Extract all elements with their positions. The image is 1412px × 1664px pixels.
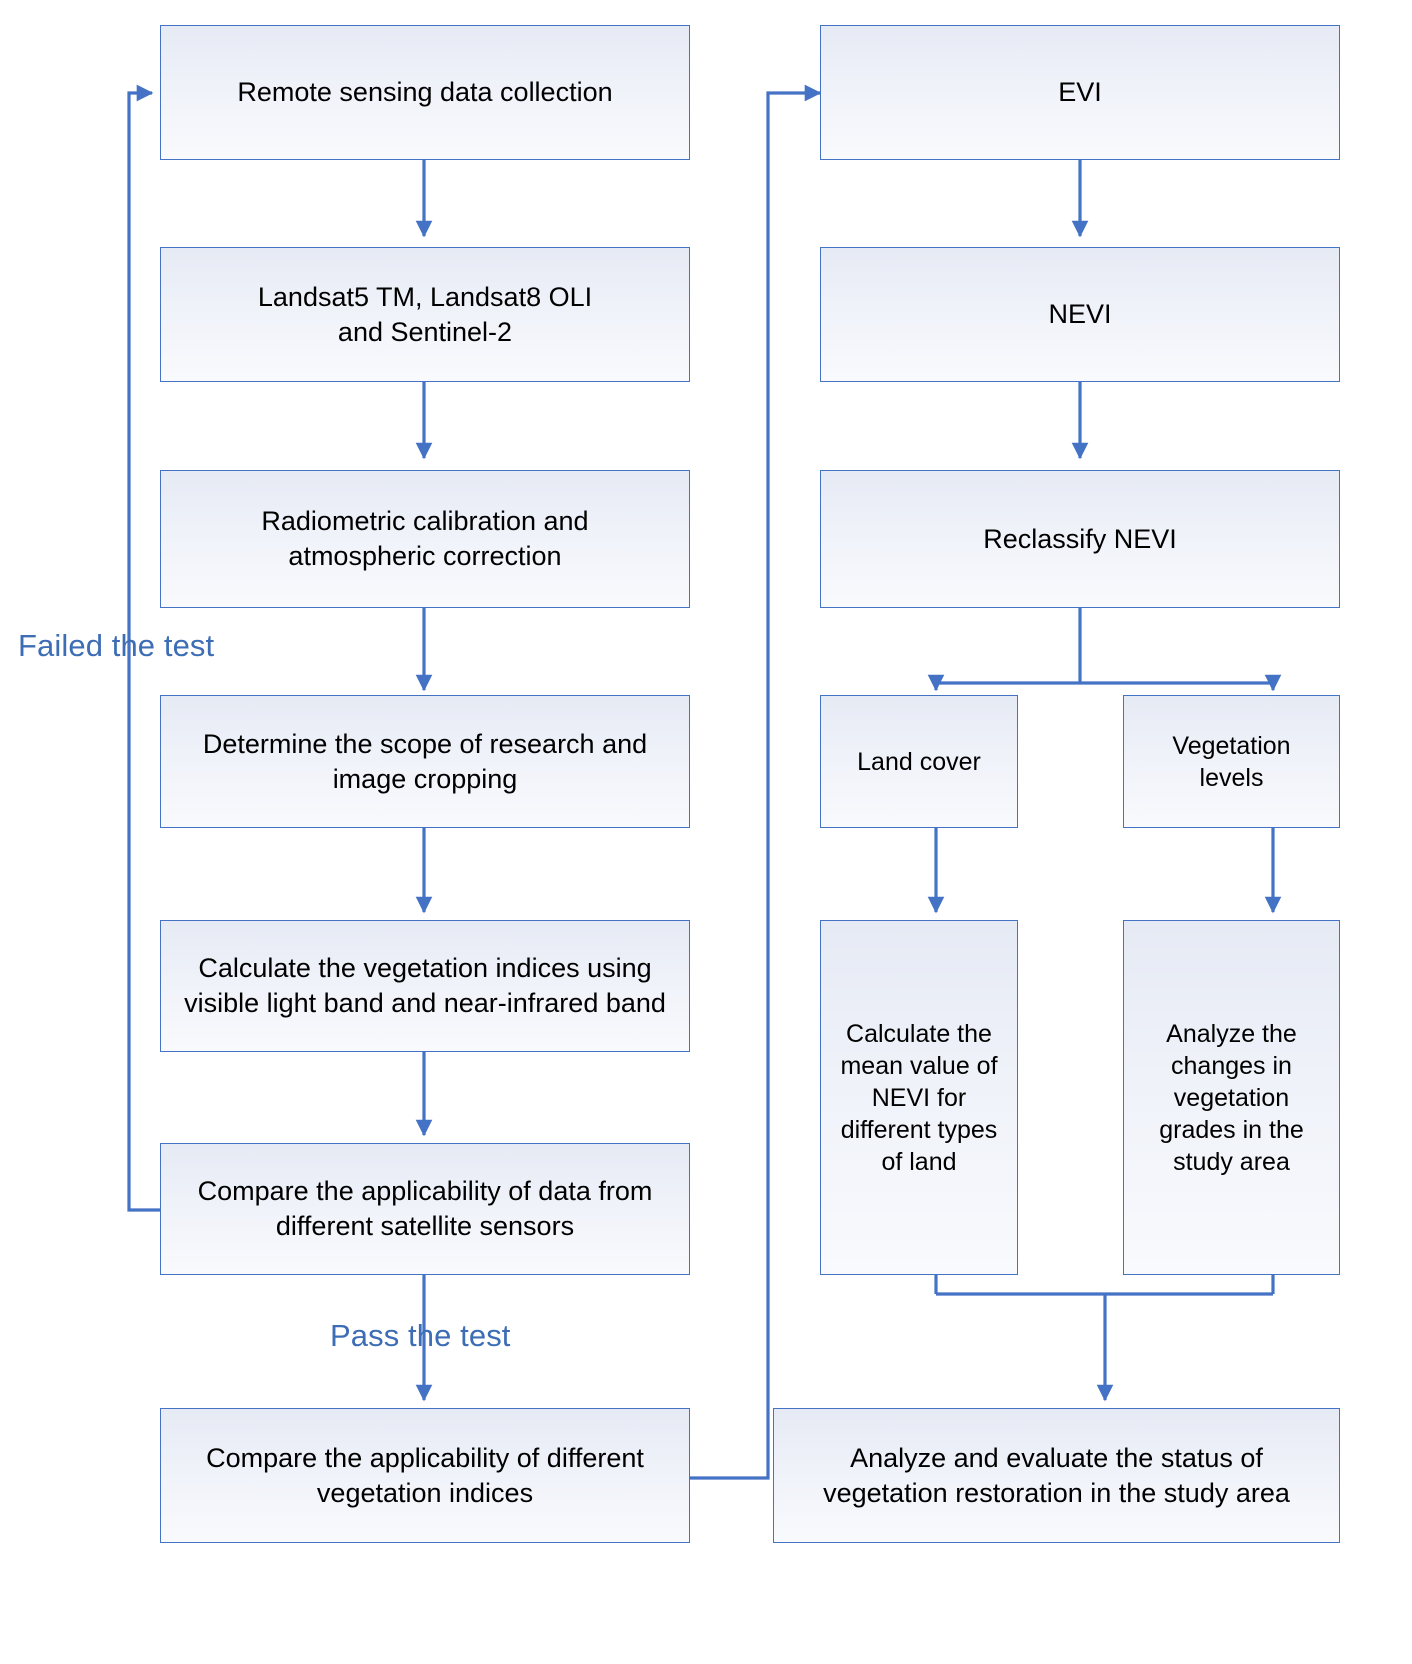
node-remote-sensing-data-collection[interactable]: Remote sensing data collection <box>160 25 690 160</box>
node-satellite-sensors[interactable]: Landsat5 TM, Landsat8 OLI and Sentinel-2 <box>160 247 690 382</box>
node-label: Compare the applicability of different v… <box>206 1442 644 1508</box>
node-label: Land cover <box>857 747 981 776</box>
node-label: Reclassify NEVI <box>983 523 1177 554</box>
node-evi[interactable]: EVI <box>820 25 1340 160</box>
node-label: Determine the scope of research and imag… <box>202 728 648 794</box>
node-nevi[interactable]: NEVI <box>820 247 1340 382</box>
edge-label-pass-the-test: Pass the test <box>330 1318 511 1353</box>
node-label: Remote sensing data collection <box>237 77 613 108</box>
node-compare-vegetation-indices[interactable]: Compare the applicability of different v… <box>160 1408 690 1543</box>
edge-label-failed-the-test: Failed the test <box>18 628 215 663</box>
node-label: NEVI <box>1048 299 1112 330</box>
node-determine-scope[interactable]: Determine the scope of research and imag… <box>160 695 690 828</box>
node-label: Compare the applicability of data from d… <box>197 1176 653 1241</box>
node-calculate-mean-nevi[interactable]: Calculate the mean value of NEVI for dif… <box>820 920 1018 1275</box>
node-label: Landsat5 TM, Landsat8 OLI and Sentinel-2 <box>257 281 593 347</box>
node-label: Vegetation levels <box>1172 731 1291 792</box>
node-compare-satellite-data[interactable]: Compare the applicability of data from d… <box>160 1143 690 1275</box>
node-analyze-vegetation-grades[interactable]: Analyze the changes in vegetation grades… <box>1123 920 1340 1275</box>
node-calculate-vegetation-indices[interactable]: Calculate the vegetation indices using v… <box>160 920 690 1052</box>
node-analyze-evaluate-status[interactable]: Analyze and evaluate the status of veget… <box>773 1408 1340 1543</box>
node-label: EVI <box>1058 77 1102 108</box>
node-label: Analyze and evaluate the status of veget… <box>823 1442 1290 1508</box>
node-radiometric-calibration[interactable]: Radiometric calibration and atmospheric … <box>160 470 690 608</box>
node-label: Calculate the vegetation indices using v… <box>184 953 666 1018</box>
node-label: Calculate the mean value of NEVI for dif… <box>840 1019 998 1176</box>
node-vegetation-levels[interactable]: Vegetation levels <box>1123 695 1340 828</box>
edge-compare-indices-to-evi <box>690 84 822 1480</box>
node-label: Radiometric calibration and atmospheric … <box>261 506 589 571</box>
node-reclassify-nevi[interactable]: Reclassify NEVI <box>820 470 1340 608</box>
node-land-cover[interactable]: Land cover <box>820 695 1018 828</box>
node-label: Analyze the changes in vegetation grades… <box>1159 1019 1304 1176</box>
